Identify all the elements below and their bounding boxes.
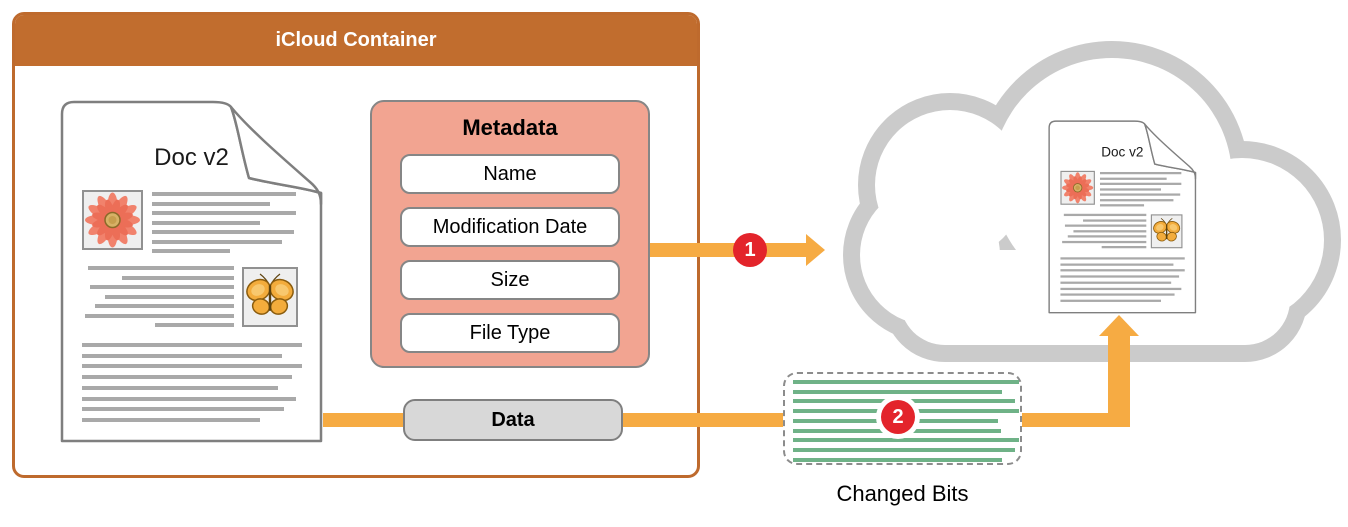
doc-text-line [155,323,234,327]
doc-text-line [152,220,260,225]
metadata-field-modification-date: Modification Date [400,207,620,247]
step-1-badge: 1 [733,233,767,267]
changed-bits-label: Changed Bits [836,481,969,506]
changed-bits-line [793,438,1019,443]
doc-text-line [1060,263,1174,266]
data-line-vertical [1108,333,1130,427]
doc-text-line [82,396,296,401]
doc-text-line [152,249,230,253]
step-2-badge: 2 [881,400,915,434]
doc-text-line [1073,229,1147,233]
doc-text-line [1063,213,1147,217]
changed-bits-line [793,457,1002,462]
metadata-field-name: Name [400,154,620,194]
local-document-page: Doc v2 [60,100,323,443]
changed-bits-line [793,380,1019,384]
doc-text-line [82,353,282,358]
cloud-document-page: Doc v2 [1048,120,1197,314]
doc-text-line [1060,275,1180,278]
doc-text-line [85,313,234,318]
doc-text-line [95,304,234,308]
doc-text-line [152,192,296,196]
doc-text-line [152,211,296,215]
metadata-field-size: Size [400,260,620,300]
changed-bits-line [793,447,1015,452]
doc-text-line [1099,193,1181,196]
doc-text-line [1060,257,1185,260]
doc-text-line [82,375,292,380]
metadata-title: Metadata [462,115,558,140]
data-bar: Data [403,399,623,441]
doc-text-line [90,285,234,289]
doc-text-line [82,364,302,369]
doc-text-line [122,275,234,280]
doc-text-line [1101,245,1147,249]
doc-text-line [1099,198,1174,202]
doc-text-line [82,343,302,347]
icloud-container-title: iCloud Container [275,29,437,51]
doc-title: Doc v2 [1101,144,1144,161]
butterfly-photo-icon [1150,214,1183,249]
doc-title: Doc v2 [154,144,229,171]
butterfly-photo-icon [242,267,298,327]
doc-text-line [1060,281,1172,284]
icloud-container-header: iCloud Container [15,15,697,66]
icloud-container-box: iCloud Container [12,12,700,478]
doc-text-line [1099,204,1145,207]
metadata-arrowhead-icon [806,234,825,266]
doc-text-line [1067,235,1147,238]
doc-text-line [88,266,234,270]
doc-text-line [82,407,284,412]
doc-text-line [1083,219,1147,222]
metadata-arrow-shaft [650,243,808,257]
metadata-field-file-type: File Type [400,313,620,353]
doc-text-line [152,201,270,206]
page-fold-icon [1143,123,1197,180]
doc-text-line [152,230,294,234]
page-fold-icon [229,105,323,206]
doc-text-line [1060,299,1161,302]
doc-text-line [1099,188,1161,191]
doc-text-line [1099,177,1167,180]
flower-photo-icon [1060,170,1095,205]
doc-text-line [1099,182,1182,185]
step-2-number: 2 [892,405,904,428]
doc-text-line [1060,287,1182,290]
doc-text-line [1060,293,1175,296]
doc-text-line [1062,240,1147,243]
doc-text-line [1060,269,1185,272]
data-bar-label: Data [491,408,535,431]
step-1-number: 1 [744,238,756,261]
changed-bits-line [793,389,1002,394]
metadata-box: Metadata Name Modification Date Size Fil… [370,100,650,368]
flower-photo-icon [82,190,143,250]
data-arrowhead-icon [1099,315,1139,336]
doc-text-line [1064,224,1147,227]
doc-text-line [105,294,234,299]
doc-text-line [152,239,282,244]
doc-text-line [82,385,278,390]
doc-text-line [1099,171,1182,175]
doc-text-line [82,417,260,422]
